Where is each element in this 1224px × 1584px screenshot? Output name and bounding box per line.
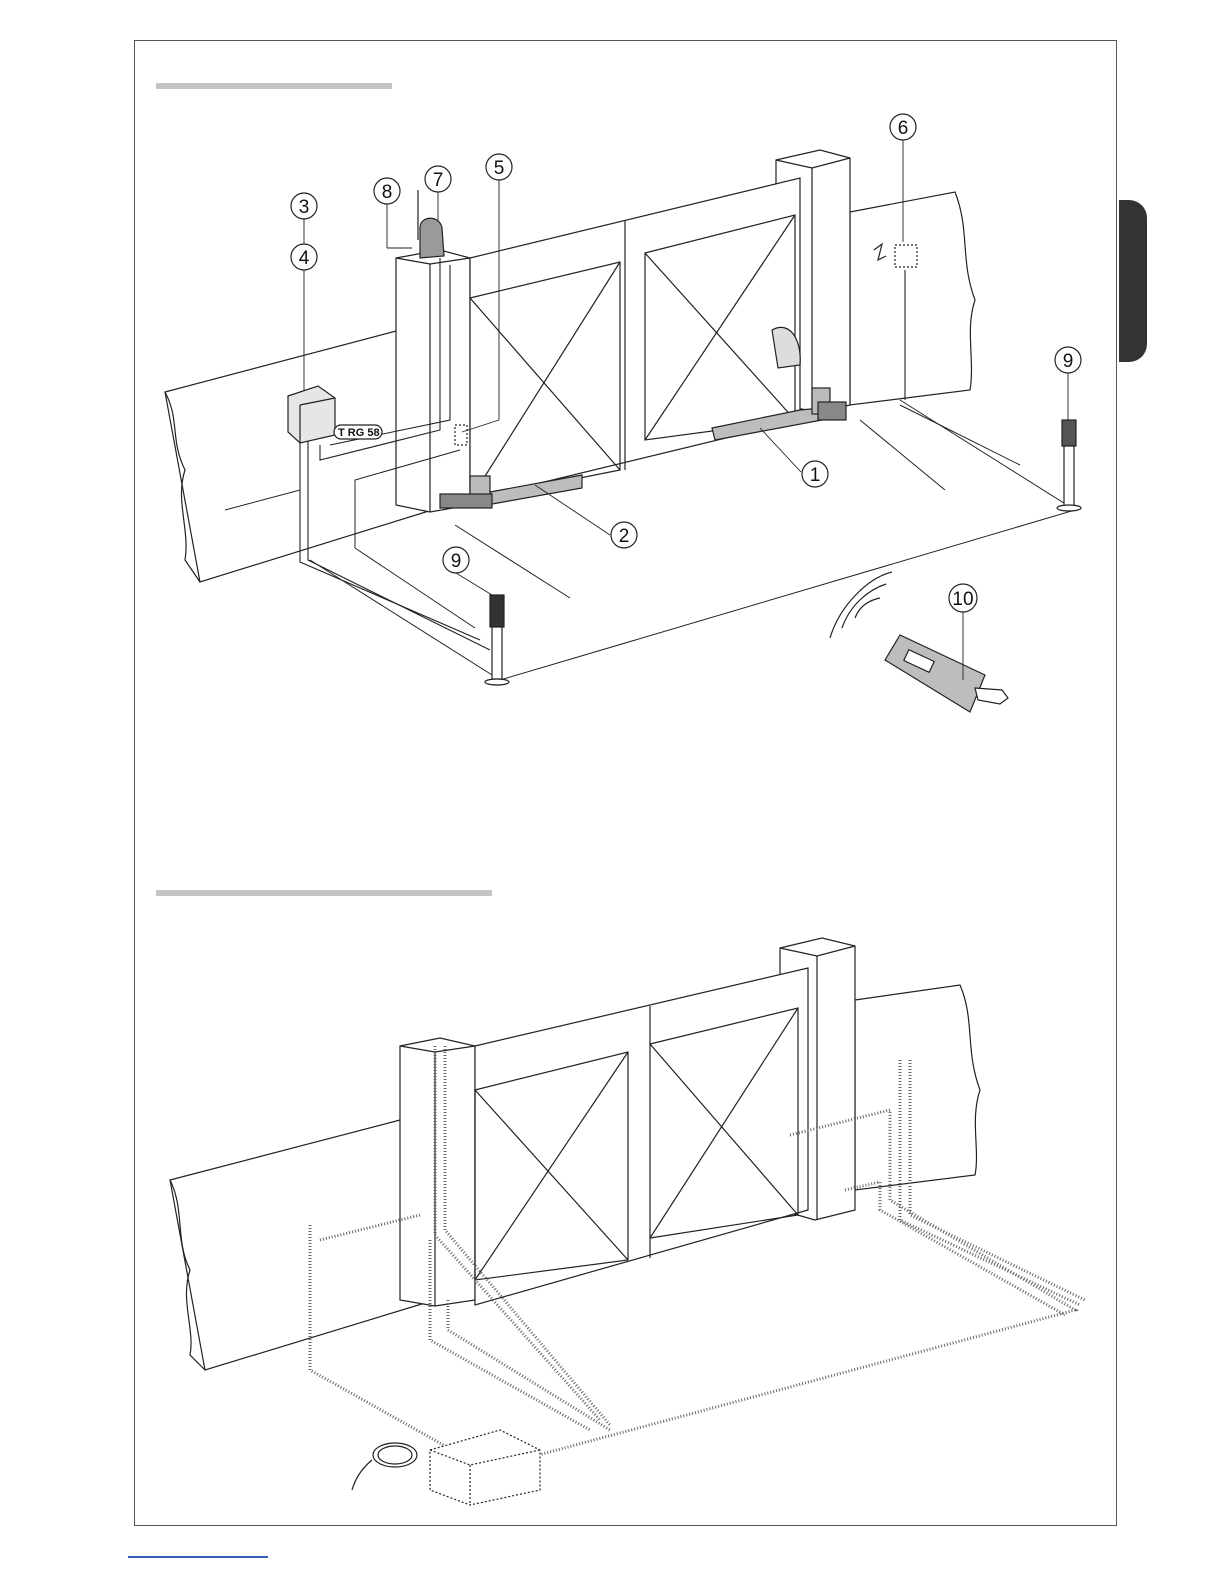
gate-leaves-2	[475, 968, 808, 1305]
right-wall-2	[855, 985, 980, 1190]
junction-box	[430, 1430, 540, 1505]
cable-coil	[352, 1443, 417, 1490]
left-wall-2	[170, 1120, 435, 1370]
